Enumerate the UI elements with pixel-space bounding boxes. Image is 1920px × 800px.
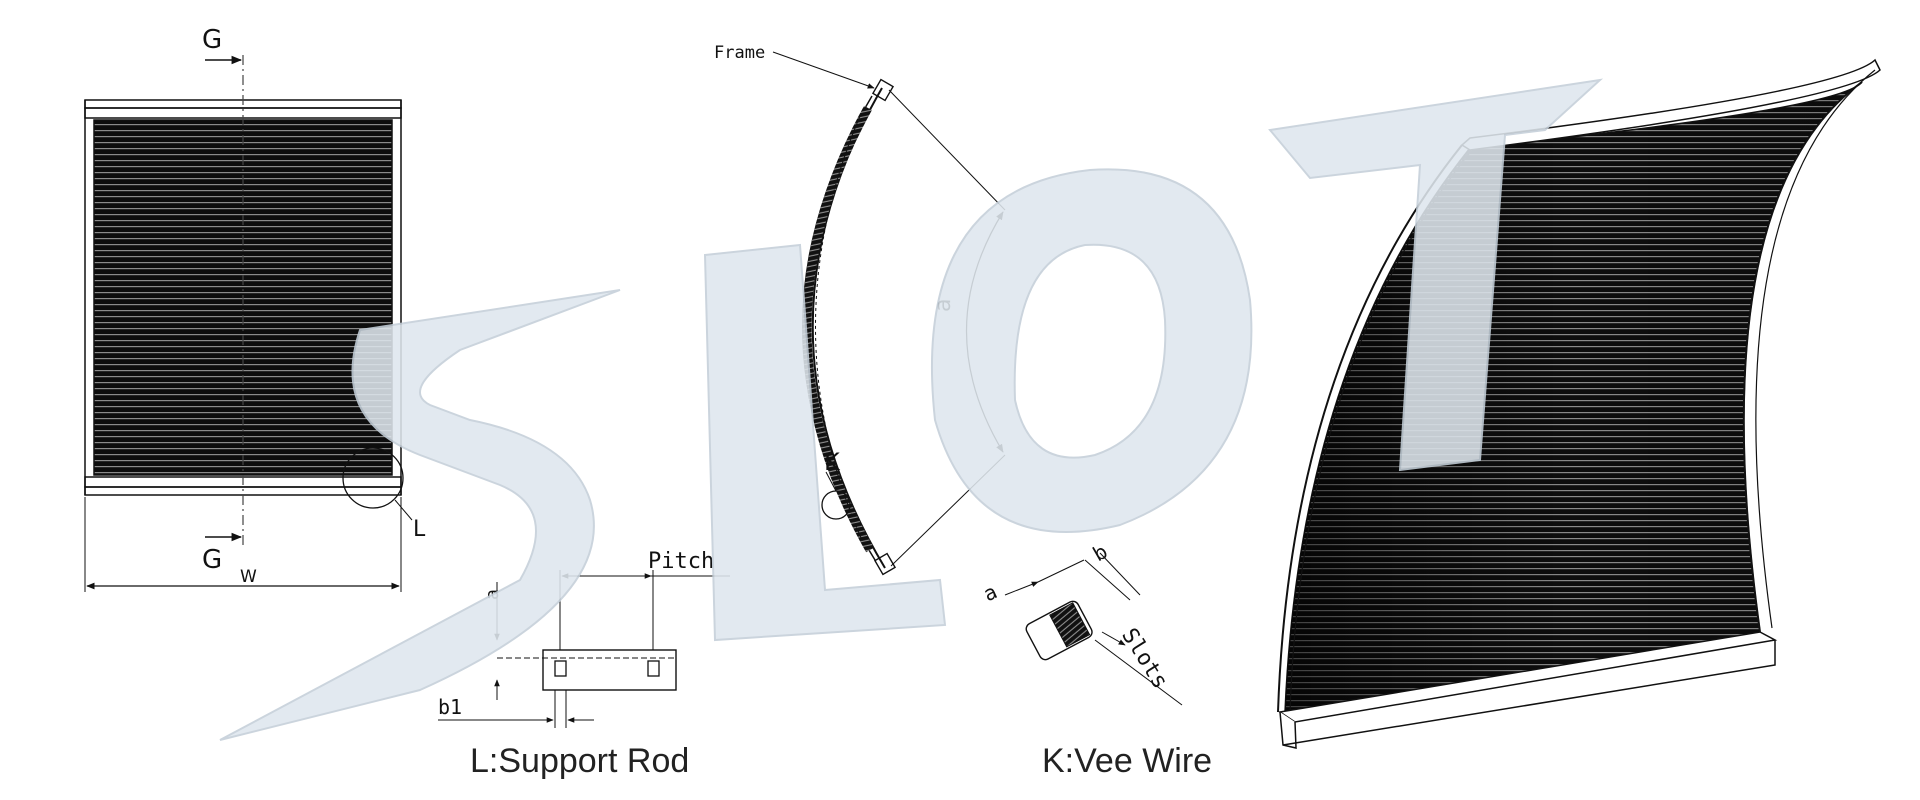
vee-a-label: a — [980, 579, 1001, 606]
detail-circle-l — [342, 447, 404, 509]
pitch-label: Pitch — [648, 549, 714, 574]
vee-wire-caption: K:Vee Wire — [1042, 742, 1212, 780]
support-rod-detail: Pitch a b1 L:Support Rod — [438, 549, 730, 780]
rod-profile-1 — [554, 660, 567, 677]
b1-label: b1 — [438, 695, 462, 719]
rod-profile-2 — [647, 660, 660, 677]
section-label-bottom: G — [202, 545, 222, 575]
detail-label-l: L — [413, 517, 426, 542]
detail-label-k: K — [824, 448, 841, 476]
support-rod-caption: L:Support Rod — [470, 742, 689, 780]
vee-wire-detail: a b Slots K:Vee Wire — [980, 539, 1213, 780]
vee-wire-profile — [1025, 600, 1093, 661]
watermark-logo — [219, 78, 1604, 741]
slots-label: Slots — [1116, 624, 1172, 693]
front-view: G G W L — [84, 25, 426, 592]
width-label: W — [240, 567, 257, 587]
section-label-top: G — [202, 25, 222, 55]
frame-label: Frame — [714, 43, 765, 63]
